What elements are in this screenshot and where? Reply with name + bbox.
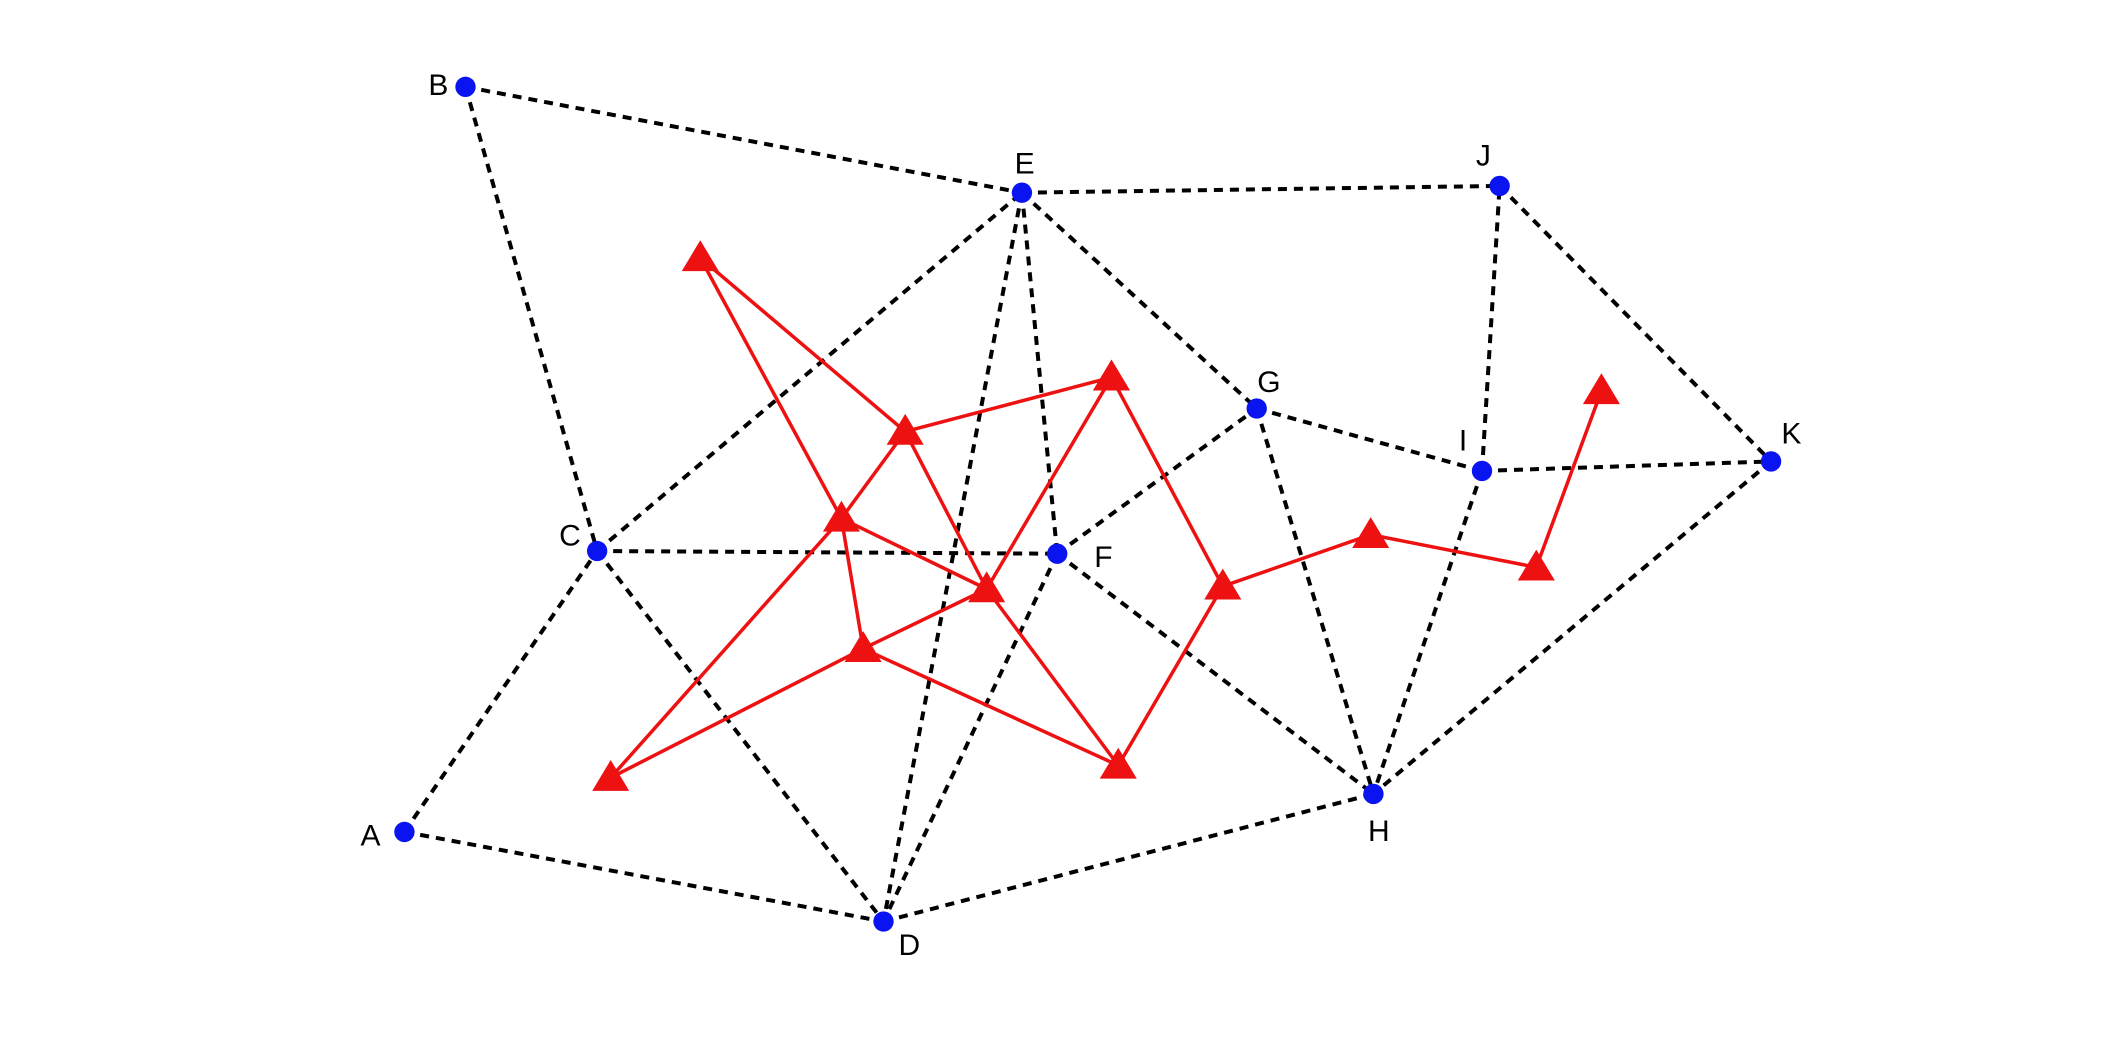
red-edge-t3-t7: [609, 517, 843, 779]
dashed-edge-g-h: [1254, 407, 1376, 795]
triangle-marker-t4: [968, 571, 1006, 603]
dashed-edge-f-d: [881, 552, 1060, 923]
dashed-edge-g-i: [1256, 406, 1483, 473]
node-label-b: B: [428, 69, 448, 102]
node-i: [1471, 460, 1493, 482]
dashed-edge-a-c: [402, 549, 599, 834]
node-k: [1760, 451, 1782, 472]
dashed-edge-i-k: [1481, 459, 1772, 473]
red-edge-layer: [609, 256, 1604, 780]
dashed-edge-c-d: [595, 549, 886, 923]
dashed-edge-f-h: [1056, 552, 1375, 796]
node-layer: [394, 76, 1782, 932]
red-edge-t1-t2: [699, 256, 907, 433]
node-label-c: C: [559, 519, 581, 552]
node-label-k: K: [1781, 418, 1801, 451]
node-label-i: I: [1459, 424, 1467, 457]
red-edge-t8-t10: [1116, 585, 1225, 767]
red-edge-t5-t7: [609, 647, 864, 780]
dashed-edge-c-e: [595, 191, 1024, 553]
triangle-marker-layer: [592, 240, 1620, 791]
triangle-marker-t10: [1204, 568, 1242, 600]
triangle-marker-t7: [592, 760, 630, 791]
triangle-marker-t1: [681, 240, 719, 272]
dashed-edge-e-g: [1020, 191, 1259, 410]
red-edge-t3-t5: [839, 518, 865, 650]
node-label-a: A: [360, 819, 380, 852]
node-label-j: J: [1476, 139, 1491, 172]
dashed-edge-layer: [402, 84, 1773, 924]
dashed-edge-d-h: [882, 791, 1374, 924]
dashed-edge-c-f: [597, 549, 1058, 556]
node-label-layer: A B C D E F G H I J K: [360, 69, 1801, 962]
red-edge-t3-t4: [840, 516, 988, 591]
red-edge-t5-t8: [862, 647, 1120, 768]
red-edge-t5-t4: [862, 587, 988, 651]
node-e: [1011, 182, 1033, 203]
triangle-marker-t9: [1092, 359, 1131, 391]
dashed-edge-e-f: [1019, 192, 1060, 554]
node-h: [1363, 783, 1384, 805]
dashed-edge-a-d: [404, 829, 884, 924]
triangle-marker-t13: [1582, 373, 1620, 405]
red-edge-t1-t3: [698, 257, 843, 520]
triangle-marker-t8: [1099, 747, 1137, 779]
red-edge-t4-t8: [985, 587, 1120, 767]
node-label-e: E: [1015, 147, 1035, 180]
node-b: [455, 76, 476, 98]
dashed-edge-e-d: [881, 192, 1024, 922]
red-edge-t10-t11: [1222, 533, 1372, 588]
dashed-edge-k-h: [1372, 459, 1773, 796]
node-f: [1047, 543, 1068, 564]
triangle-marker-t12: [1517, 549, 1555, 581]
red-edge-t4-t6: [985, 376, 1114, 590]
node-c: [586, 540, 608, 562]
node-label-d: D: [898, 929, 920, 962]
red-edge-t2-t4: [903, 430, 989, 590]
node-label-g: G: [1257, 366, 1280, 399]
red-edge-t12-t13: [1534, 390, 1604, 568]
triangle-marker-t5: [844, 631, 882, 662]
node-g: [1246, 398, 1267, 419]
triangle-marker-t3: [822, 500, 860, 532]
node-a: [394, 821, 415, 843]
dashed-edge-i-h: [1371, 470, 1484, 795]
dashed-edge-b-c: [463, 86, 600, 552]
triangle-marker-t11: [1352, 517, 1390, 548]
red-edge-t3-t2: [840, 430, 907, 520]
dashed-edge-b-e: [465, 84, 1023, 195]
node-j: [1489, 175, 1510, 197]
red-edge-t11-t12: [1370, 532, 1537, 570]
triangle-marker-t2: [886, 413, 924, 445]
node-label-h: H: [1368, 815, 1390, 848]
red-edge-t2-t6: [904, 375, 1112, 434]
node-label-f: F: [1094, 541, 1112, 574]
node-d: [873, 911, 894, 932]
red-edge-t6-t10: [1109, 376, 1225, 588]
dashed-edge-j-k: [1498, 184, 1773, 463]
